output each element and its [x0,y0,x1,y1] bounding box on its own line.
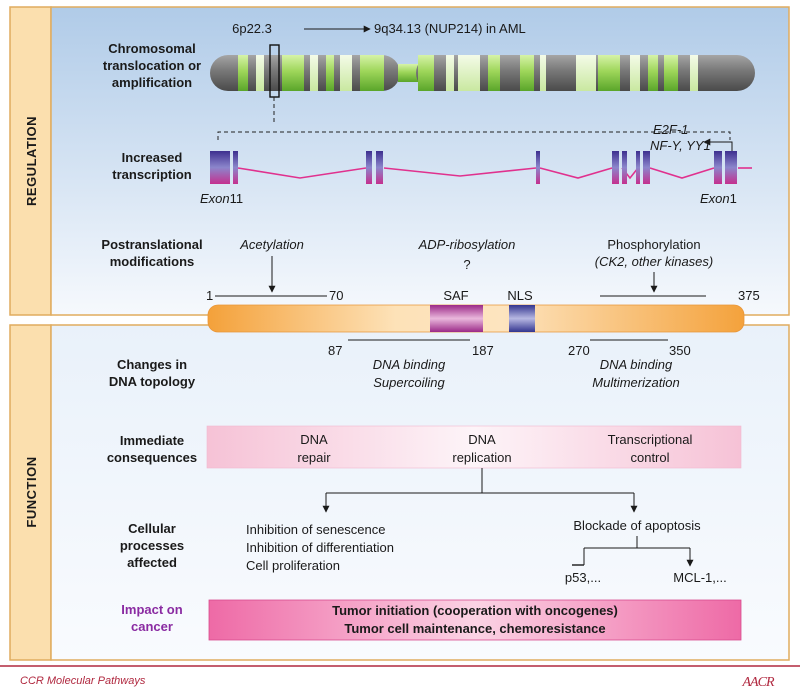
impact-line1: Tumor initiation (cooperation with oncog… [332,603,618,618]
residue-end: 375 [738,288,760,303]
topology-r2-line2: Multimerization [592,375,679,390]
factor-nfy-yy1: NF-Y, YY1 [650,138,711,153]
dna-replication-line1: DNA [468,432,496,447]
dna-topology: DNA binding Supercoiling DNA binding Mul… [373,357,680,390]
branch-arrows [322,468,638,513]
topology-r1-line2: Supercoiling [373,375,445,390]
residue-start: 1 [206,288,213,303]
locus-label: 6p22.3 [232,21,272,36]
residue-187: 187 [472,343,494,358]
saf-label: SAF [443,288,468,303]
row-label-postranslational: Postranslational [101,237,202,252]
promoter-arrow [703,138,733,152]
nls-domain [509,305,535,332]
aacr-logo: AACR [742,675,775,690]
exon-1-label: Exon1 [700,191,737,206]
kinases-label: (CK2, other kinases) [595,254,714,269]
row-label-chromosomal: Chromosomal [108,41,195,56]
impact-line2: Tumor cell maintenance, chemoresistance [344,621,605,636]
chromosome: 6p22.3 9q34.13 (NUP214) in AML [210,21,755,140]
adp-question: ? [463,257,470,272]
inhibition-differentiation: Inhibition of differentiation [246,540,394,555]
transcriptional-control-line1: Transcriptional [608,432,693,447]
row-label-changes-in: Changes in [117,357,187,372]
exon [612,151,619,184]
topology-r2-line1: DNA binding [600,357,673,372]
exon [376,151,383,184]
exon [714,151,722,184]
topology-r1-line1: DNA binding [373,357,446,372]
cell-proliferation: Cell proliferation [246,558,340,573]
ptm: Acetylation 1 70 ADP-ribosylation ? Phos… [206,237,760,303]
phosphorylation-label: Phosphorylation [607,237,700,252]
inhibition-senescence: Inhibition of senescence [246,522,385,537]
residue-270: 270 [568,343,590,358]
intron [649,167,715,179]
acetylation-label: Acetylation [239,237,304,252]
row-label-processes: processes [120,538,184,553]
residue-350: 350 [669,343,691,358]
row-label-consequences: consequences [107,450,197,465]
footer: CCR Molecular Pathways AACR [0,665,800,690]
exon [622,151,627,184]
row-label-impact-on: Impact on [121,602,182,617]
saf-domain [430,305,483,332]
exon-1 [725,151,737,184]
intron [237,167,367,179]
journal-name: CCR Molecular Pathways [20,675,146,687]
exon [636,151,640,184]
residue-87: 87 [328,343,342,358]
exon-11-label: Exon11 [200,191,243,206]
adp-ribosylation-label: ADP-ribosylation [418,237,516,252]
row-label-dna-topology: DNA topology [109,374,196,389]
zoom-lines [217,97,731,140]
row-labels: Chromosomal translocation or amplificati… [101,41,202,634]
centromere [398,64,418,82]
impact-box [208,599,742,641]
gene: E2F-1 NF-Y, YY1 Exon11 Exon1 [200,122,752,206]
row-label-increased: Increased [122,150,183,165]
dna-replication-line2: replication [452,450,511,465]
factor-e2f1: E2F-1 [653,122,688,137]
row-label-immediate: Immediate [120,433,184,448]
chromosome-bands [238,55,698,91]
transcriptional-control-line2: control [630,450,669,465]
exon [366,151,372,184]
immediate-consequences: DNA repair DNA replication Transcription… [206,425,742,469]
exon-11 [210,151,230,184]
impact-on-cancer: Tumor initiation (cooperation with oncog… [208,599,742,641]
protein: SAF NLS 87 187 270 350 [207,288,745,358]
translocation-label: 9q34.13 (NUP214) in AML [374,21,526,36]
regulation-section-label: REGULATION [24,116,39,206]
intron [383,167,537,177]
p53-label: p53,... [565,570,601,585]
consequences-box [206,425,742,469]
residue-70: 70 [329,288,343,303]
row-label-cellular: Cellular [128,521,176,536]
intron [539,167,613,179]
row-label-modifications: modifications [110,254,195,269]
mcl1-label: MCL-1,... [673,570,726,585]
row-label-amplification: amplification [112,75,192,90]
row-label-cancer: cancer [131,619,173,634]
dna-repair-line1: DNA [300,432,328,447]
exon [536,151,540,184]
row-label-affected: affected [127,555,177,570]
dna-repair-line2: repair [297,450,331,465]
row-label-transcription: transcription [112,167,192,182]
exon [233,151,238,184]
function-section-label: FUNCTION [24,456,39,527]
cellular-processes: Inhibition of senescence Inhibition of d… [246,518,727,585]
blockade-apoptosis: Blockade of apoptosis [573,518,701,533]
row-label-translocation: translocation or [103,58,201,73]
exon [643,151,650,184]
nls-label: NLS [507,288,533,303]
